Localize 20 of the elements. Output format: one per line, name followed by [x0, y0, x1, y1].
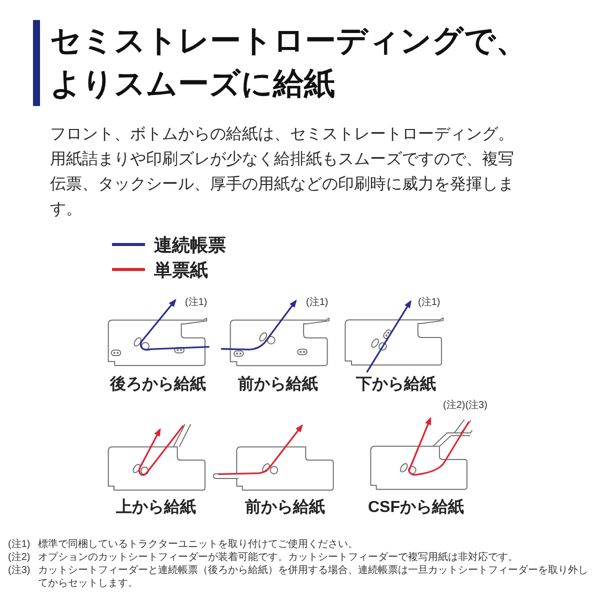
- title-heading: セミストレートローディングで、よりスムーズに給紙: [50, 22, 528, 103]
- feed-caption: 上から給紙: [116, 498, 196, 518]
- footnote-marker: (注1): [8, 538, 30, 551]
- note-reference: (注1): [185, 297, 208, 309]
- note-reference: (注1): [418, 297, 440, 309]
- description-text: フロント、ボトムからの給紙は、セミストレートローディング。用紙詰まりや印刷ズレが少なく給排紙もスムーズですので、複写伝票、タックシール、厚手の用紙などの印刷時に威力を発揮します。: [50, 125, 515, 220]
- footnote-text: カットシートフィーダーと連続帳票（後ろから給紙）を併用する場合、連続帳票は一旦カットシートフィーダーを取り外してからセットします。: [38, 564, 590, 590]
- feed-caption: 前から給紙: [245, 498, 325, 518]
- legend-label: 単票紙: [154, 258, 208, 280]
- footnote-marker: (注2): [8, 551, 30, 564]
- feed-caption: 前から給紙: [238, 375, 318, 395]
- feed-caption: 下から給紙: [356, 375, 436, 395]
- note-reference: (注1): [306, 297, 328, 309]
- feed-caption: CSFから給紙: [368, 498, 464, 518]
- legend-label: 連続帳票: [154, 234, 226, 256]
- footnote-text: オプションのカットシートフィーダーが装着可能です。カットシートフィーダーで複写用紙は非対応です。: [38, 551, 520, 564]
- feed-caption: 後ろから給紙: [110, 375, 206, 395]
- footnote-marker: (注3): [8, 564, 30, 578]
- note-reference: (注2)(注3): [443, 400, 488, 412]
- footnote-text: 標準で同梱しているトラクターユニットを取り付けてご使用ください。: [38, 538, 360, 551]
